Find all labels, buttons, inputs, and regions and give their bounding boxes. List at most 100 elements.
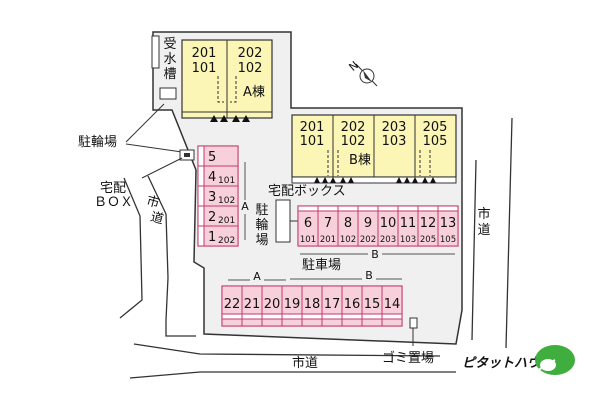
entrance-triangle: [232, 115, 240, 122]
parking-space-stop: [221, 313, 243, 320]
parking-middle-group-label: B: [371, 248, 379, 261]
entrance-triangle: [220, 115, 228, 122]
parking-space: 21: [241, 285, 263, 327]
road-bottom-label: 市道: [292, 355, 318, 371]
building-b-unit-2-bottom: 102: [341, 134, 366, 149]
entrance-triangle: [340, 177, 346, 183]
parking-bottom-group-b-label: B: [365, 269, 373, 282]
parking-space-number: 17: [324, 297, 341, 312]
parking-space-stop: [301, 313, 323, 320]
parking-space-stop: [241, 313, 263, 320]
parking-space-number: 6: [304, 216, 312, 231]
north-arrow-needle: [363, 70, 372, 82]
entrance-triangle: [404, 177, 410, 183]
building-a-unit-1-bottom: 101: [192, 61, 217, 76]
entrance-triangle: [314, 177, 320, 183]
parking-space-number: 21: [244, 297, 261, 312]
parking-space-number: 5: [208, 150, 216, 165]
road-right-edge-inner: [471, 159, 477, 341]
parking-space-number: 3: [208, 190, 216, 205]
parking-space-unit: 102: [340, 235, 356, 245]
parking-bottom-group-a-label: A: [253, 270, 261, 283]
parking-left-group-label: A: [241, 200, 249, 213]
leader-line-meter: [125, 103, 165, 143]
building-a-entrances: [210, 115, 250, 122]
road-left-label-2: 道: [149, 210, 165, 228]
pitat-house-logo: ピタットハウス: [462, 345, 575, 375]
bicycle-parking-v-3: 場: [255, 233, 268, 248]
building-a-stairs: [217, 76, 237, 103]
building-a-name: A棟: [243, 85, 265, 100]
parking-space: 5: [197, 145, 239, 167]
parking-space-stop: [197, 185, 205, 207]
garbage-label: ゴミ置場: [382, 350, 434, 366]
parking-space-number: 18: [304, 297, 321, 312]
north-arrow: N: [346, 59, 378, 87]
parking-space: 19: [281, 285, 303, 327]
entrance-triangle: [210, 115, 218, 122]
parking-space-stop: [357, 205, 379, 212]
parking-space-unit: 101: [300, 235, 316, 245]
building-b-unit-2-top: 202: [341, 120, 366, 135]
road-left-edge: [147, 175, 196, 337]
parking-space: 15: [361, 285, 383, 327]
parking-space-number: 13: [440, 216, 457, 231]
road-right-label-2: 道: [477, 223, 490, 238]
building-b-unit-4-top: 205: [423, 120, 448, 135]
building-b-entrances: [314, 177, 436, 183]
parking-space-number: 12: [420, 216, 437, 231]
building-a-unit-2-bottom: 102: [238, 61, 263, 76]
building-b-walkway: [291, 176, 457, 184]
parking-space-unit: 203: [380, 235, 396, 245]
north-label: N: [346, 59, 361, 74]
parking-space-unit: 102: [218, 196, 235, 206]
building-b-unit-3-bottom: 103: [382, 134, 407, 149]
logo-leaf-stem: [534, 359, 556, 373]
building-b: 201 101 202 102 203 103 205 105 B棟: [291, 114, 457, 184]
delivery-box-label-2: ＢＯＸ: [94, 195, 133, 210]
parking-space-stop: [281, 313, 303, 320]
parking-space-stop: [337, 205, 359, 212]
parking-space-stop: [197, 145, 205, 167]
parking-space-number: 2: [208, 210, 216, 225]
water-tank-label-2: 水: [163, 52, 176, 67]
parking-space-number: 19: [284, 297, 301, 312]
road-right-edge-outer: [505, 117, 513, 349]
parking-space-stop: [197, 165, 205, 187]
parking-space-unit: 101: [218, 176, 235, 186]
leader-line-delivery: [141, 157, 183, 179]
bicycle-parking-v-1: 駐: [255, 203, 268, 218]
parking-space-unit: 202: [360, 235, 376, 245]
parking-space: 14: [381, 285, 403, 327]
building-b-unit-1-bottom: 101: [300, 134, 325, 149]
parking-space-unit: 205: [420, 235, 436, 245]
parking-space-stop: [437, 205, 459, 212]
road-right-label-1: 市: [477, 206, 490, 222]
water-tank-label-1: 受: [163, 37, 176, 52]
parking-space-number: 14: [384, 297, 401, 312]
parking-space-number: 22: [224, 297, 241, 312]
water-tank-label-3: 槽: [163, 67, 176, 82]
parking-space: 17: [321, 285, 343, 327]
parking-space-stop: [297, 205, 319, 212]
parking-space-stop: [397, 205, 419, 212]
parking-space-stop: [361, 313, 383, 320]
logo-text: ピタットハウス: [462, 356, 553, 371]
parking-space-number: 20: [264, 297, 281, 312]
parking-space: 22: [221, 285, 243, 327]
building-b-unit-1-top: 201: [300, 120, 325, 135]
road-bottom-edge-lower: [129, 371, 456, 379]
parking-space-number: 7: [324, 216, 332, 231]
